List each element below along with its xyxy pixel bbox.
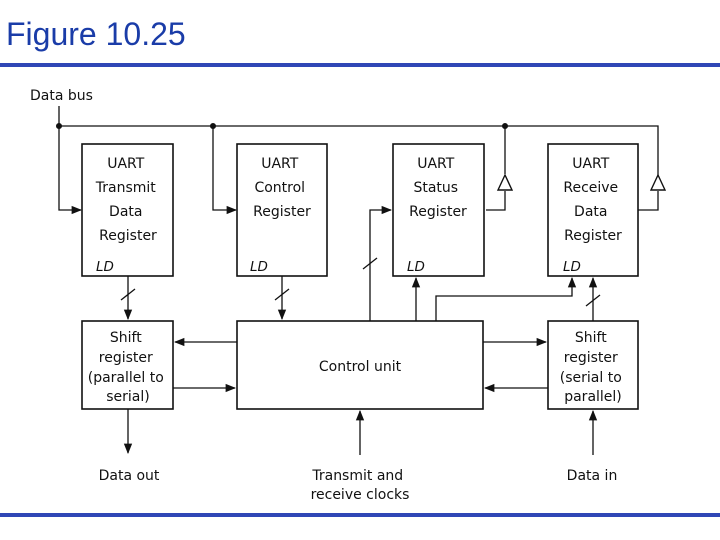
status-register-label: UART Status Register: [409, 156, 467, 220]
control-unit-label: Control unit: [319, 359, 402, 375]
control-register-label: UART Control Register: [253, 156, 311, 220]
data-in-label: Data in: [567, 468, 618, 484]
ld-label: LD: [96, 259, 114, 275]
footer-divider: [0, 513, 720, 517]
shift-register-transmit: Shift register (parallel to serial): [81, 320, 174, 410]
receive-data-register: UART Receive Data Register LD: [547, 143, 639, 277]
slide-title: Figure 10.25: [6, 16, 186, 52]
ld-label: LD: [250, 259, 268, 275]
transmit-register-label: UART Transmit Data Register: [95, 156, 160, 244]
title-divider: [0, 63, 720, 67]
ld-label: LD: [563, 259, 581, 275]
shift-register-tx-label: Shift register (parallel to serial): [88, 330, 169, 405]
data-bus-wires: [56, 106, 667, 215]
uart-control-register: UART Control Register LD: [236, 143, 328, 277]
ld-label: LD: [407, 259, 425, 275]
uart-status-register: UART Status Register LD: [392, 143, 485, 277]
internal-wires: [120, 205, 601, 455]
transmit-data-register: UART Transmit Data Register LD: [81, 143, 174, 277]
data-out-label: Data out: [99, 468, 160, 484]
shift-register-rx-label: Shift register (serial to parallel): [560, 330, 626, 405]
clocks-label: Transmit and receive clocks: [311, 468, 410, 503]
shift-register-receive: Shift register (serial to parallel): [547, 320, 639, 410]
data-bus-label: Data bus: [30, 88, 93, 104]
control-unit: Control unit: [236, 320, 484, 410]
receive-register-label: UART Receive Data Register: [563, 156, 622, 244]
